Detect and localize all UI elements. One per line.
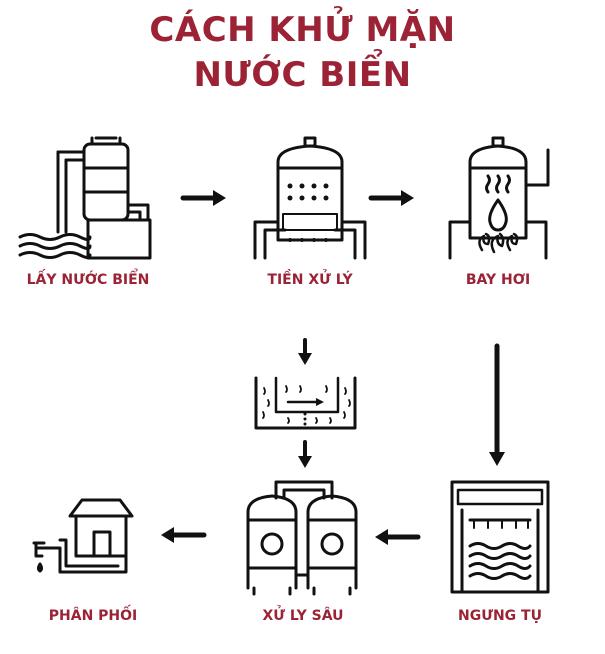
step-label-condensation: NGƯNG TỤ xyxy=(458,608,542,624)
evaporation-boiler-icon xyxy=(448,136,550,260)
condenser-icon xyxy=(450,480,550,594)
distribution-house-icon xyxy=(32,498,134,574)
page-title-line-1: CÁCH KHỬ MẶN xyxy=(149,10,456,50)
seawater-pump-icon xyxy=(18,136,152,260)
step-label-evaporation: BAY HƠI xyxy=(465,272,531,288)
step-label-pretreatment: TIỀN XỬ LÝ xyxy=(267,272,353,288)
step-label-intake: LẤY NƯỚC BIỂN xyxy=(26,272,150,288)
arrow-right-icon xyxy=(368,190,414,206)
page-title-line-2: NƯỚC BIỂN xyxy=(193,55,412,95)
arrow-left-icon xyxy=(375,529,421,545)
deep-treatment-tanks-icon xyxy=(246,480,358,596)
step-label-distribution: PHÂN PHỐI xyxy=(48,608,138,624)
filtration-basin-icon xyxy=(254,376,357,430)
arrow-right-icon xyxy=(180,190,226,206)
pretreatment-tank-icon xyxy=(253,136,367,260)
arrow-down-icon xyxy=(298,440,312,468)
arrow-down-icon xyxy=(298,338,312,365)
arrow-left-icon xyxy=(161,527,207,543)
arrow-down-icon xyxy=(489,343,505,466)
step-label-deep-treatment: XỬ LY SÂU xyxy=(262,608,344,624)
